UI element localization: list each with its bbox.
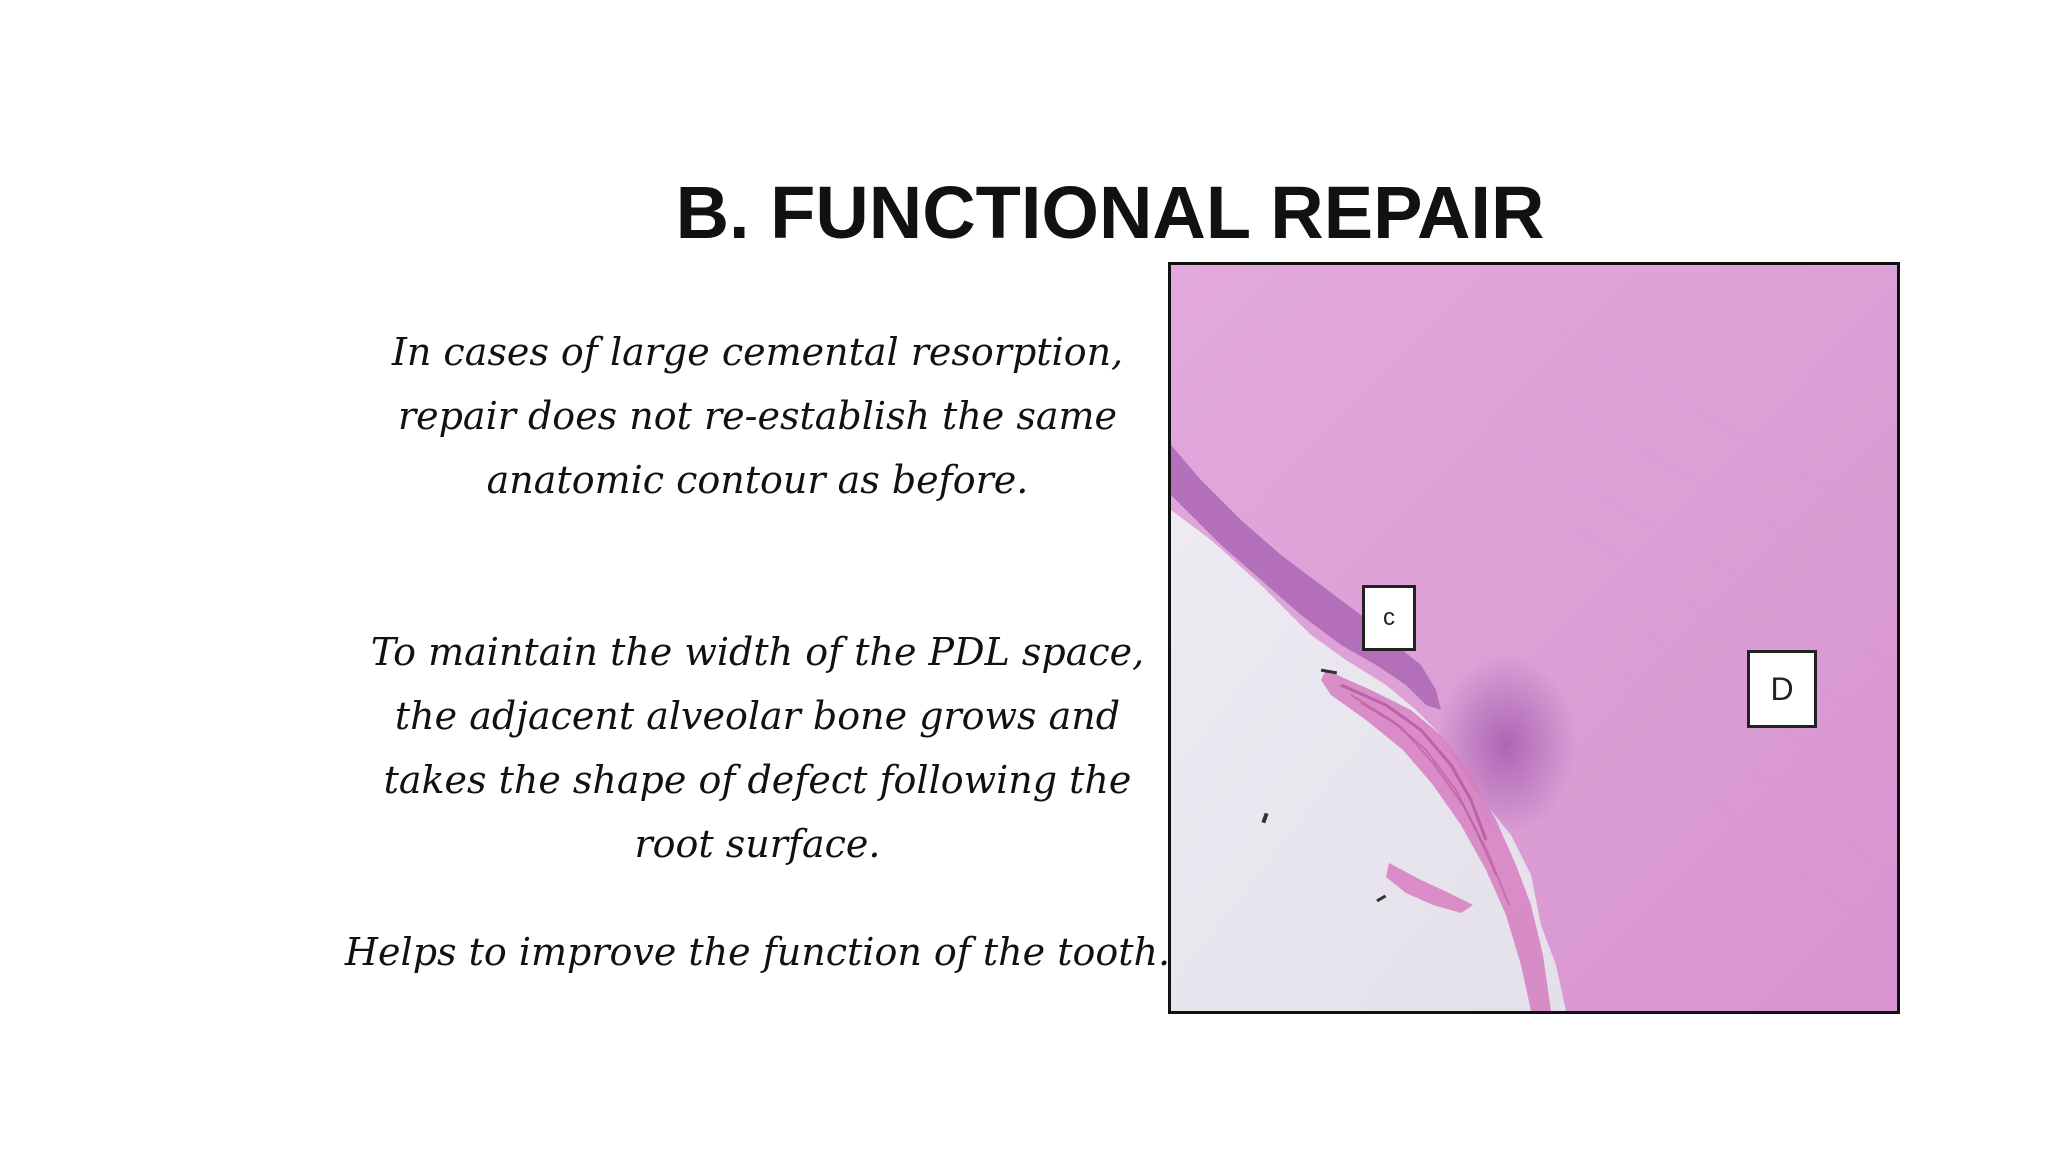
- histology-micrograph: c D: [1168, 262, 1900, 1014]
- cementum-label: c: [1362, 585, 1416, 651]
- slide-title: B. FUNCTIONAL REPAIR: [675, 171, 1545, 254]
- histology-image-icon: [1171, 265, 1897, 1011]
- paragraph-pdl-space: To maintain the width of the PDL space, …: [370, 630, 1145, 866]
- paragraph-resorption: In cases of large cemental resorption, r…: [391, 330, 1124, 502]
- paragraph-function: Helps to improve the function of the too…: [344, 930, 1171, 974]
- dentin-label: D: [1747, 650, 1817, 728]
